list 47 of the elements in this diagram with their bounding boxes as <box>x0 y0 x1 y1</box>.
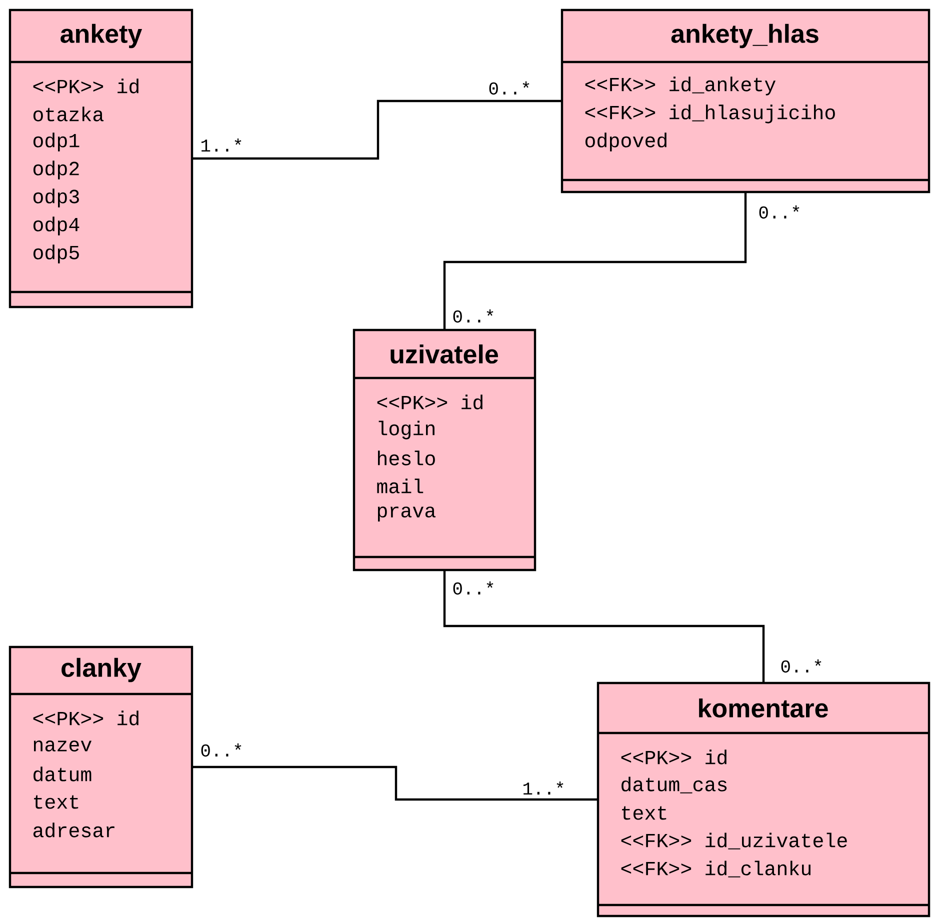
multiplicity-label: 0..* <box>489 81 530 95</box>
class-box <box>8 8 194 308</box>
multiplicity-label: 0..* <box>453 581 494 595</box>
attribute-text: <<FK>> id_hlasujiciho <box>585 104 835 124</box>
association-line <box>443 192 747 330</box>
attribute-text: datum_cas <box>622 776 727 794</box>
attribute-text: odp3 <box>33 188 79 208</box>
attribute-text: <<FK>> id_clanku <box>621 860 811 878</box>
attribute-text: odp1 <box>33 132 80 152</box>
class-name: clanky <box>62 658 142 682</box>
multiplicity-label: 0..* <box>453 309 494 323</box>
multiplicity-label: 0..* <box>201 743 242 757</box>
association-line <box>443 570 765 683</box>
attribute-text: <<PK>> id <box>33 710 138 726</box>
attribute-text: odp2 <box>33 160 79 180</box>
attribute-text: odp5 <box>33 244 79 264</box>
attribute-text: odpoved <box>585 132 666 152</box>
attribute-text: nazev <box>34 740 92 752</box>
attribute-text: text <box>34 795 78 809</box>
class-name: ankety_hlas <box>671 24 818 48</box>
association-line <box>192 100 562 160</box>
attribute-text: adresar <box>33 822 114 838</box>
attribute-text: heslo <box>378 450 435 466</box>
attribute-text: <<FK>> id_ankety <box>585 76 776 96</box>
attribute-text: prava <box>378 506 436 522</box>
multiplicity-label: 1..* <box>524 782 564 795</box>
attribute-text: <<PK>> id <box>377 394 482 410</box>
multiplicity-label: 0..* <box>781 659 822 673</box>
class-name: ankety <box>60 24 142 48</box>
class-box <box>596 682 930 918</box>
class-box <box>8 646 194 888</box>
attribute-text: <<FK>> id_uzivatele <box>621 832 847 850</box>
attribute-text: otazka <box>33 106 104 122</box>
multiplicity-label: 0..* <box>759 205 800 219</box>
attribute-text: mail <box>377 478 424 494</box>
attribute-text: login <box>378 420 434 440</box>
class-box <box>560 8 930 194</box>
class-box <box>352 328 536 572</box>
class-name: komentare <box>699 698 828 718</box>
attribute-text: text <box>622 806 666 820</box>
multiplicity-label: 1..* <box>202 138 242 152</box>
attribute-text: <<PK>> id <box>33 78 138 94</box>
association-line <box>192 766 598 801</box>
attribute-text: datum <box>34 766 92 782</box>
class-name: uzivatele <box>390 344 498 364</box>
attribute-text: <<PK>> id <box>621 750 726 764</box>
attribute-text: odp4 <box>33 216 80 236</box>
